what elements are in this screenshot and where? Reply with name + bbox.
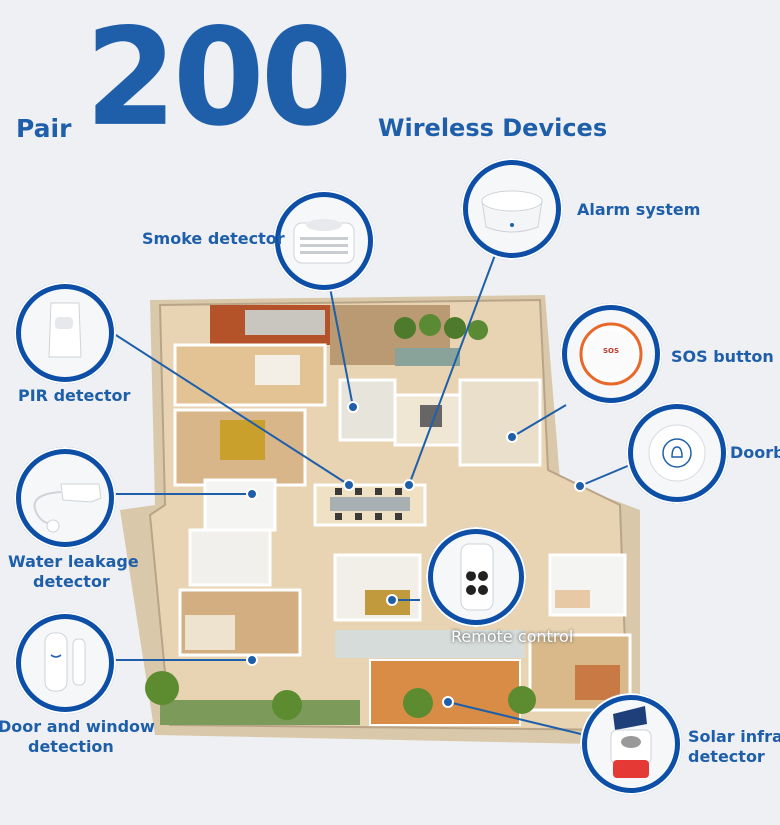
alarm-system-label: Alarm system bbox=[577, 200, 701, 219]
door-window-circle bbox=[14, 612, 116, 714]
doorbell-icon bbox=[648, 424, 706, 482]
pir-detector-icon bbox=[48, 302, 82, 358]
solar-infrared-label-line2: detector bbox=[688, 747, 765, 766]
door-window-sensor-icon bbox=[44, 632, 86, 692]
solar-infrared-circle bbox=[580, 693, 682, 795]
pir-detector-circle bbox=[14, 282, 116, 384]
pir-detector-label: PIR detector bbox=[18, 386, 131, 405]
smoke-detector-circle bbox=[273, 190, 375, 292]
header-device-count: 200 bbox=[85, 0, 353, 157]
water-leakage-label-line2: detector bbox=[33, 572, 110, 591]
sos-badge: SOS bbox=[602, 347, 620, 355]
sos-button-circle: SOS bbox=[560, 303, 662, 405]
remote-control-circle: SOS bbox=[426, 527, 526, 627]
header-pair-word: Pair bbox=[16, 114, 72, 143]
alarm-system-circle bbox=[461, 158, 563, 260]
water-leakage-circle bbox=[14, 447, 116, 549]
sos-button-label: SOS button bbox=[671, 347, 774, 366]
doorbell-label: Doorb bbox=[730, 443, 780, 462]
doorbell-circle bbox=[626, 402, 728, 504]
solar-infrared-label-line1: Solar infrare bbox=[688, 727, 780, 746]
alarm-system-icon bbox=[481, 190, 543, 233]
door-window-label-line2: detection bbox=[28, 737, 114, 756]
remote-control-icon bbox=[460, 543, 494, 611]
door-window-label-line1: Door and window bbox=[0, 717, 155, 736]
water-leakage-icon bbox=[33, 483, 102, 533]
solar-infrared-icon bbox=[610, 706, 652, 778]
smoke-detector-label: Smoke detector bbox=[142, 229, 285, 248]
water-leakage-label-line1: Water leakage bbox=[8, 552, 139, 571]
smoke-detector-icon bbox=[293, 219, 355, 264]
header-wireless-devices: Wireless Devices bbox=[378, 114, 608, 142]
remote-control-label: Remote control bbox=[451, 627, 574, 646]
sos-button-icon bbox=[579, 322, 643, 386]
remote-sos-badge: SOS bbox=[469, 567, 483, 574]
